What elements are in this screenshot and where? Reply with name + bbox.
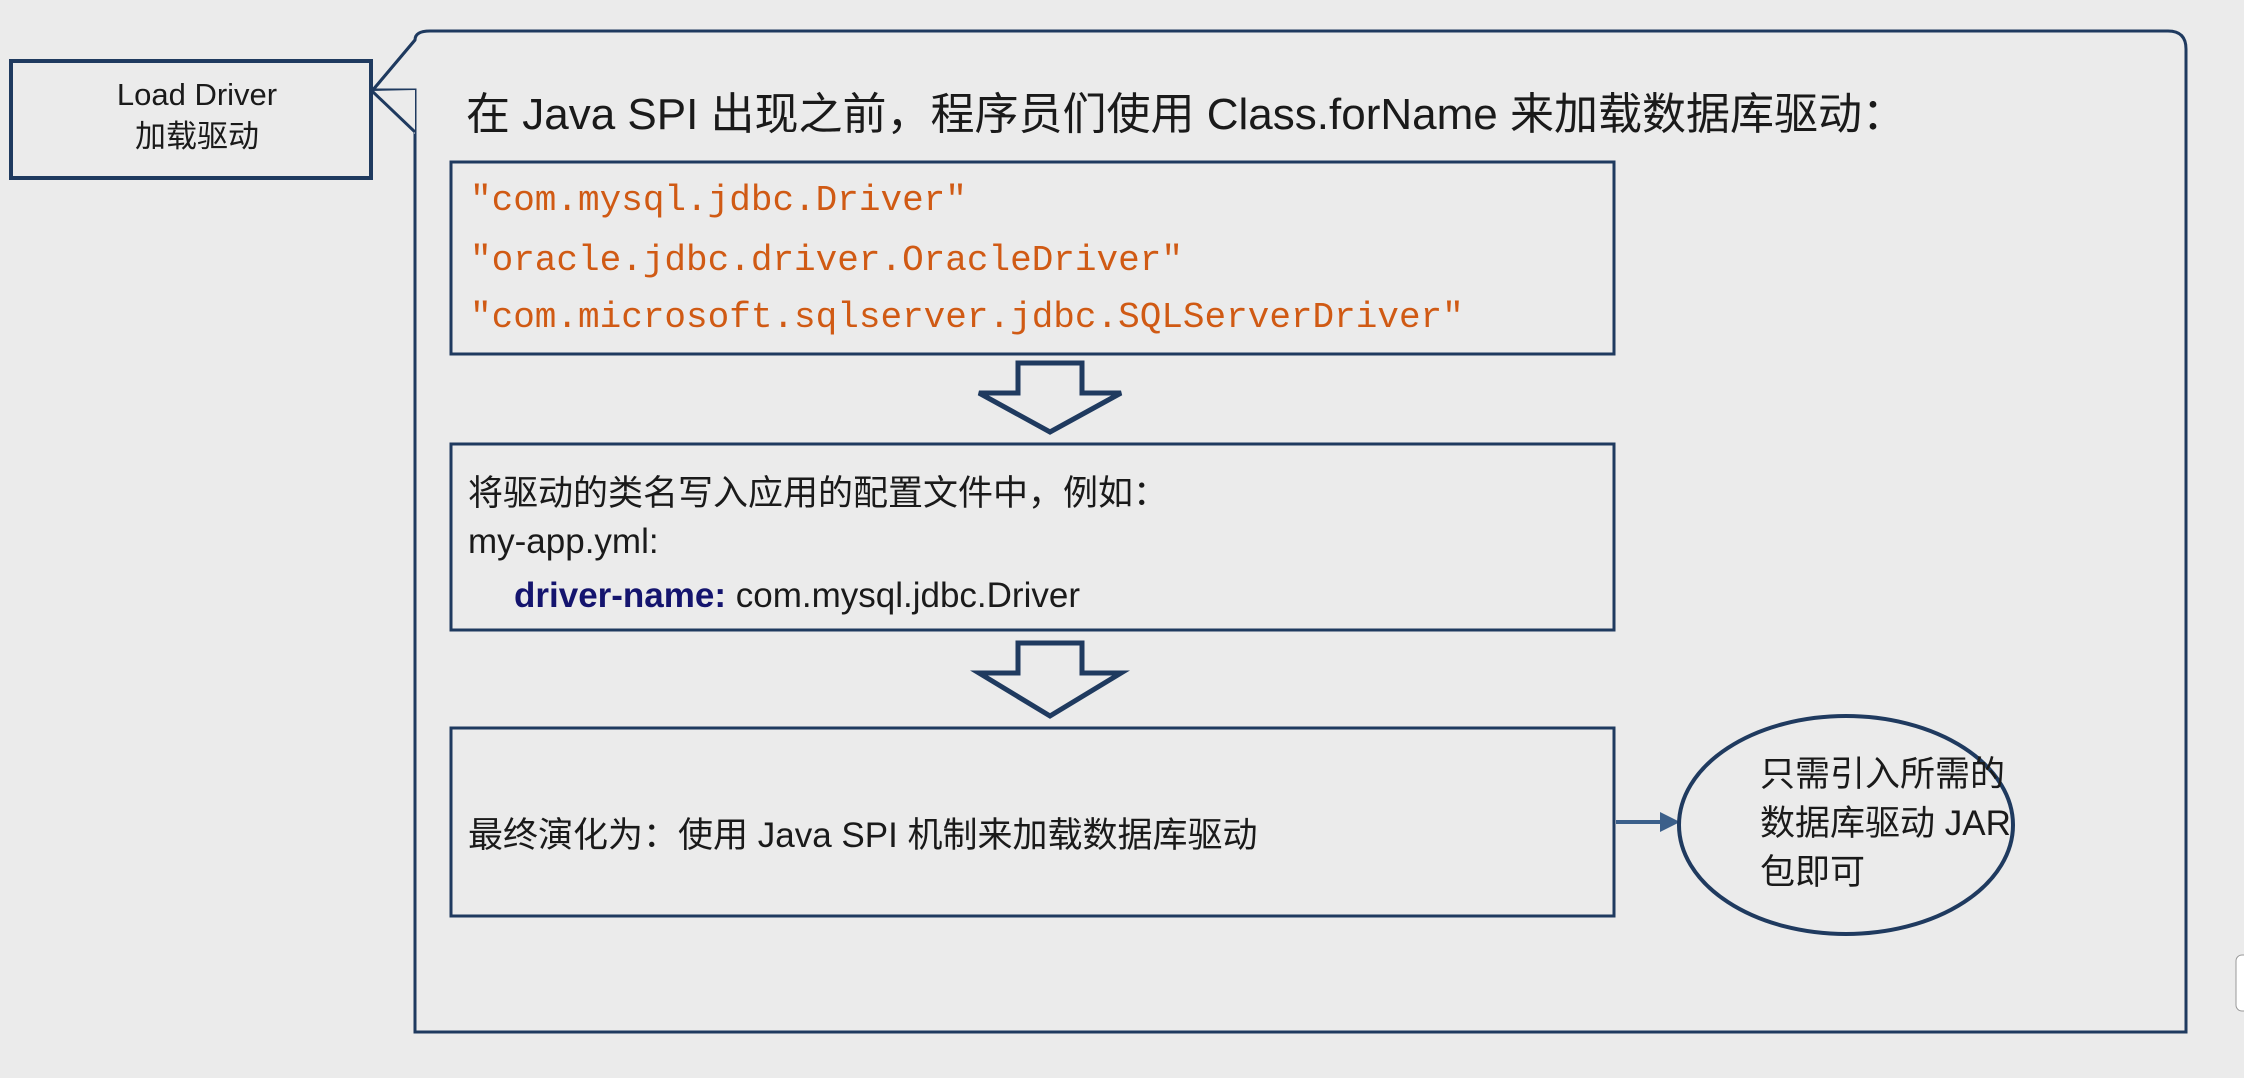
note-line-1: 只需引入所需的 — [1760, 755, 2006, 794]
down-arrow-1 — [977, 360, 1123, 435]
config-value: com.mysql.jdbc.Driver — [726, 576, 1080, 615]
callout-label-zh: 加载驱动 — [135, 119, 259, 154]
note-line-2: 数据库驱动 JAR — [1760, 804, 2011, 843]
driver-mysql: "com.mysql.jdbc.Driver" — [470, 180, 967, 221]
note-ellipse — [1677, 714, 2015, 936]
config-box — [449, 442, 1616, 632]
driver-sqlserver: "com.microsoft.sqlserver.jdbc.SQLServerD… — [470, 297, 1464, 338]
down-arrow-2 — [970, 640, 1130, 719]
driver-oracle: "oracle.jdbc.driver.OracleDriver" — [470, 240, 1183, 281]
config-entry: driver-name: com.mysql.jdbc.Driver — [514, 576, 1080, 616]
panel-heading: 在 Java SPI 出现之前，程序员们使用 Class.forName 来加载… — [466, 90, 1906, 139]
note-line-3: 包即可 — [1760, 853, 1866, 892]
config-intro: 将驱动的类名写入应用的配置文件中，例如： — [468, 474, 1169, 513]
main-panel — [369, 29, 2188, 1034]
connector-arrowhead — [1660, 812, 1680, 832]
final-step-text: 最终演化为：使用 Java SPI 机制来加载数据库驱动 — [468, 816, 1258, 855]
callout-label-en: Load Driver — [116, 77, 278, 112]
final-box — [449, 726, 1616, 918]
config-key: driver-name: — [514, 576, 727, 615]
callout-box — [9, 59, 373, 180]
config-file-name: my-app.yml: — [468, 522, 659, 561]
edge-handle — [2235, 954, 2244, 1012]
driver-box — [449, 160, 1616, 356]
